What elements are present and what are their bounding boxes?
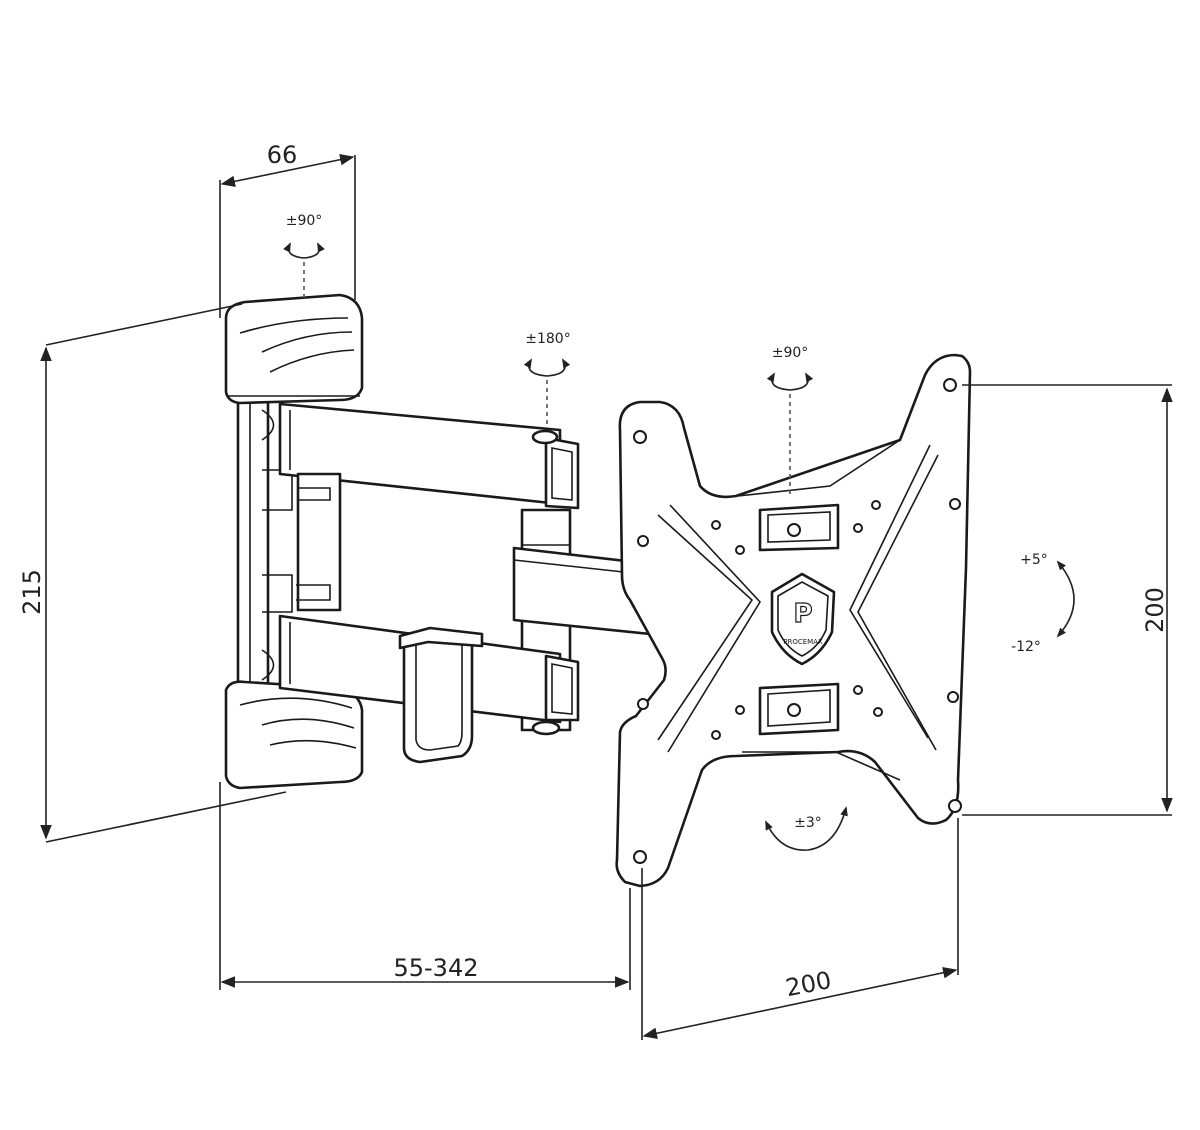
lower-arm	[278, 614, 580, 764]
dimension-vesa-height: 200	[962, 384, 1173, 816]
dimension-depth-label: 66	[267, 141, 298, 169]
logo-wordmark: PROCEMAX	[783, 638, 823, 646]
rotation-arm-swivel: ±180°	[523, 331, 571, 428]
dimension-vesa-width: 200	[641, 818, 959, 1040]
rotation-tilt: +5° -12°	[1011, 552, 1075, 655]
rotation-level-adjust-label: ±3°	[794, 815, 822, 831]
brand-shield-logo: P PROCEMAX	[770, 572, 836, 666]
wall-plate	[224, 293, 364, 790]
dimension-extension-label: 55-342	[393, 954, 478, 982]
dimension-height: 215	[18, 303, 287, 843]
dimension-extension: 55-342	[219, 782, 631, 990]
dimension-vesa-height-label: 200	[1141, 587, 1169, 633]
rotation-tilt-down-label: -12°	[1011, 639, 1041, 655]
dimension-depth: 66	[219, 141, 356, 318]
dimension-height-label: 215	[18, 569, 46, 615]
rotation-tilt-up-label: +5°	[1020, 552, 1048, 568]
rotation-arm-swivel-label: ±180°	[525, 331, 570, 347]
rotation-plate-swivel: ±90°	[766, 345, 814, 494]
rotation-wall-swivel-label: ±90°	[286, 213, 323, 229]
rotation-level-adjust: ±3°	[765, 806, 848, 851]
upper-arm	[278, 402, 580, 612]
rotation-wall-swivel: ±90°	[283, 213, 325, 298]
rotation-plate-swivel-label: ±90°	[772, 345, 809, 361]
logo-initial: P	[793, 599, 812, 629]
